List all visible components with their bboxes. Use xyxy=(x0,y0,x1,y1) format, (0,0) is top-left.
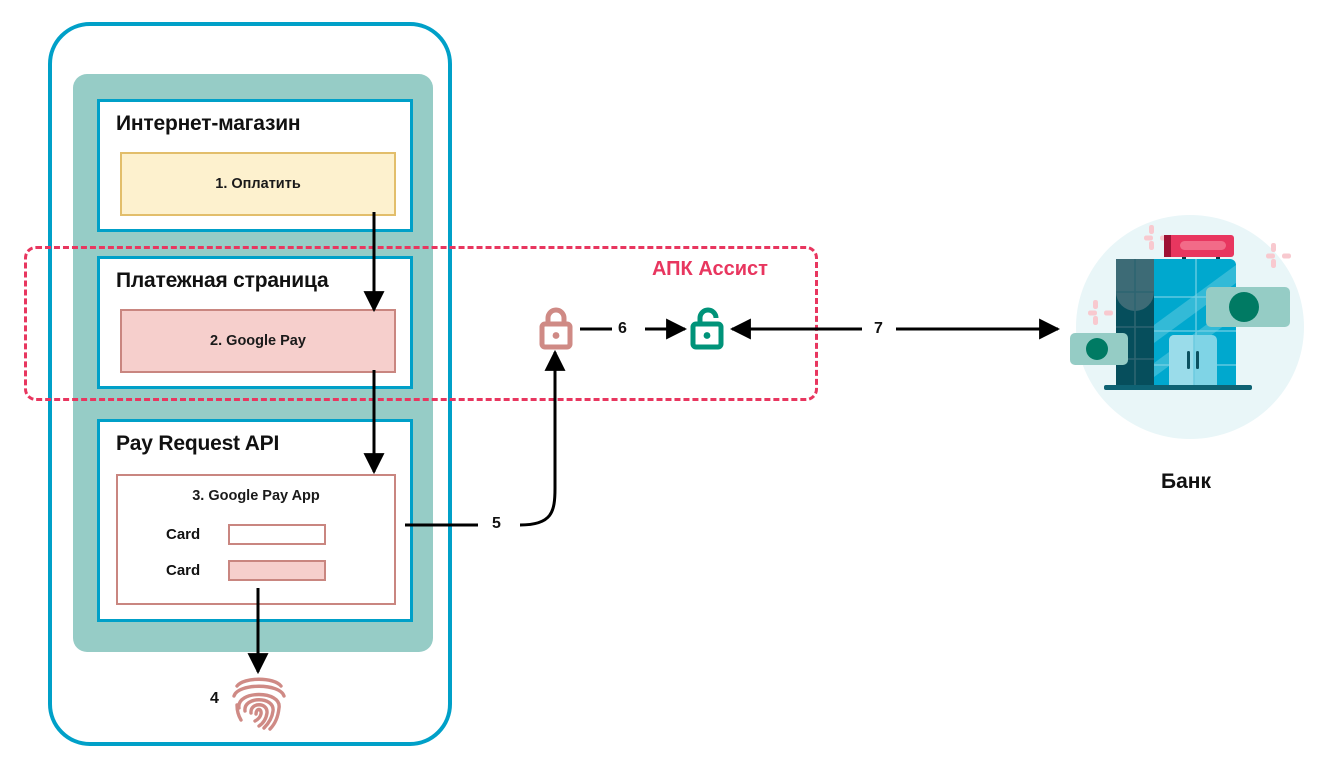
google-pay-app-title: 3. Google Pay App xyxy=(192,488,320,504)
google-pay-button[interactable]: 2. Google Pay xyxy=(120,309,396,373)
lock-open-icon xyxy=(690,307,724,350)
bank-label: Банк xyxy=(1161,470,1211,493)
card-row[interactable]: Card xyxy=(166,524,326,545)
section-pay-request-api: Pay Request API 3. Google Pay App Card C… xyxy=(97,419,413,622)
section-title-payment-page: Платежная страница xyxy=(116,269,329,292)
fingerprint-icon xyxy=(232,677,286,731)
card-row[interactable]: Card xyxy=(166,560,326,581)
bank-building-icon xyxy=(1070,215,1304,439)
card-row-label: Card xyxy=(166,526,201,543)
card-field-selected[interactable] xyxy=(228,560,326,581)
card-field-empty[interactable] xyxy=(228,524,326,545)
step-number-4: 4 xyxy=(210,690,219,707)
section-online-shop: Интернет-магазин 1. Оплатить xyxy=(97,99,413,232)
pay-button[interactable]: 1. Оплатить xyxy=(120,152,396,216)
step-number-7: 7 xyxy=(874,320,883,337)
apk-assist-zone xyxy=(24,246,818,401)
lock-closed-icon xyxy=(539,307,573,350)
card-row-label: Card xyxy=(166,562,201,579)
apk-assist-label: АПК Ассист xyxy=(652,258,768,280)
step-number-6: 6 xyxy=(618,320,627,337)
google-pay-app-panel: 3. Google Pay App Card Card xyxy=(116,474,396,605)
section-title-shop: Интернет-магазин xyxy=(116,112,301,135)
step-number-5: 5 xyxy=(492,515,501,532)
section-payment-page: Платежная страница 2. Google Pay xyxy=(97,256,413,389)
section-title-pay-request-api: Pay Request API xyxy=(116,432,280,455)
